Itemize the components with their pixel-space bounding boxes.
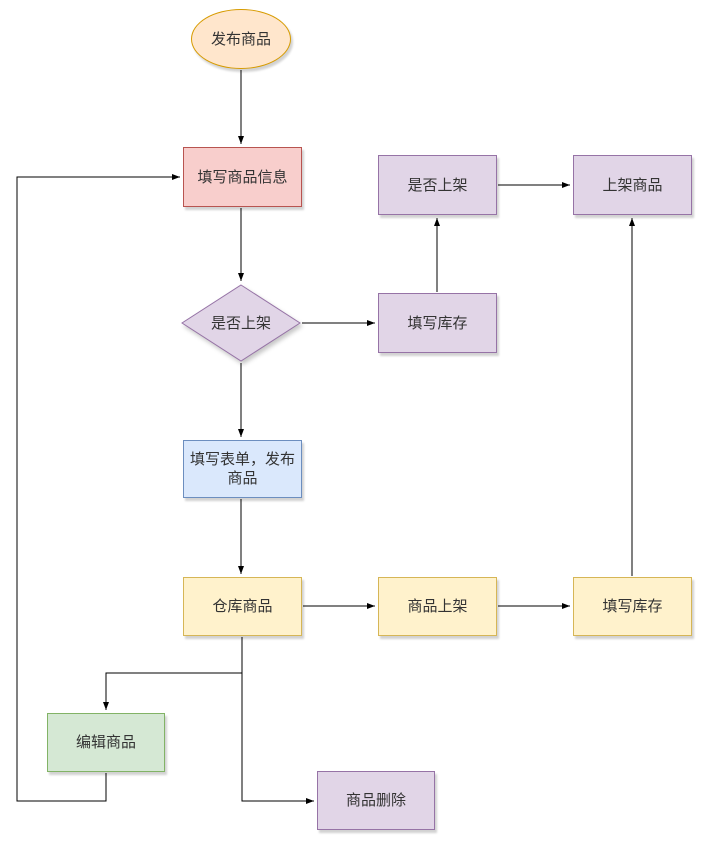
node-label: 编辑商品: [75, 733, 136, 752]
edge-warehouse-to-delete: [241, 637, 314, 804]
node-fill-stock-upper: 填写库存: [378, 293, 497, 353]
node-delete-product: 商品删除: [317, 771, 435, 830]
node-label: 商品删除: [345, 791, 406, 810]
edge-edit-loop-to-fill-info: [16, 174, 180, 802]
node-edit-product: 编辑商品: [47, 713, 165, 772]
diamond-shape: [181, 284, 301, 362]
node-list-decision-diamond: 是否上架: [181, 284, 301, 362]
node-label: 填写表单，发布商品: [189, 450, 295, 487]
node-warehouse-product: 仓库商品: [183, 577, 302, 636]
node-label: 商品上架: [407, 597, 468, 616]
node-label: 是否上架: [210, 313, 271, 332]
node-product-on-shelf: 商品上架: [378, 577, 497, 636]
node-fill-product-info: 填写商品信息: [183, 147, 302, 207]
node-label: 上架商品: [602, 175, 663, 194]
node-fill-stock-lower: 填写库存: [573, 577, 692, 636]
node-list-check: 是否上架: [378, 155, 497, 215]
node-label: 填写库存: [407, 313, 468, 332]
node-publish-product: 发布商品: [191, 9, 291, 69]
node-label: 是否上架: [407, 175, 468, 194]
node-shelve-product: 上架商品: [573, 155, 692, 215]
node-label: 发布商品: [210, 29, 271, 48]
node-label: 填写商品信息: [197, 167, 288, 186]
node-fill-form-publish: 填写表单，发布商品: [183, 440, 302, 498]
node-label: 填写库存: [602, 597, 663, 616]
node-label: 仓库商品: [212, 597, 273, 616]
edge-warehouse-to-edit: [103, 637, 243, 710]
